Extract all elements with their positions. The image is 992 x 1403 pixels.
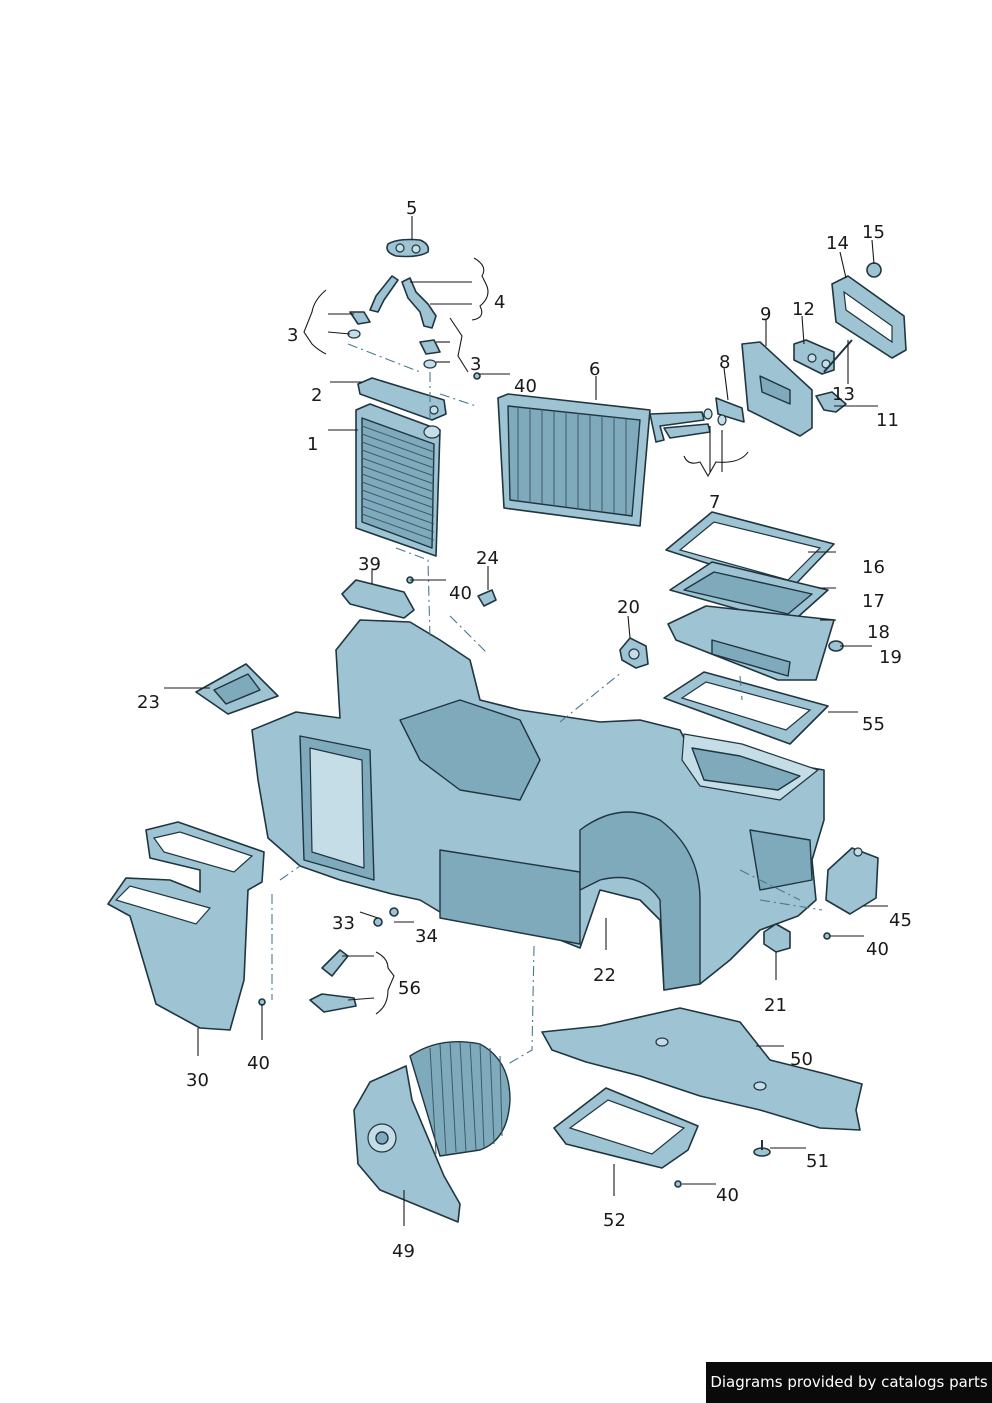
label-16: 16 (862, 557, 885, 578)
label-40-left: 40 (247, 1053, 270, 1074)
label-50: 50 (790, 1049, 813, 1070)
attribution-banner: Diagrams provided by catalogs parts (706, 1362, 992, 1403)
label-3-left: 3 (287, 325, 298, 346)
label-8: 8 (719, 352, 730, 373)
label-18: 18 (867, 622, 890, 643)
label-56: 56 (398, 978, 421, 999)
label-9: 9 (760, 304, 771, 325)
guide-lines (271, 343, 823, 1065)
label-14: 14 (826, 233, 849, 254)
label-40-top: 40 (514, 376, 537, 397)
part-3-clips-right (419, 339, 441, 369)
part-23-bracket-plate (195, 663, 279, 715)
label-4: 4 (494, 292, 505, 313)
label-11: 11 (876, 410, 899, 431)
label-12: 12 (792, 299, 815, 320)
part-labels: 5 15 14 4 3 3 9 12 8 6 40 2 13 11 1 7 39… (137, 198, 912, 1262)
part-49-blower-motor (353, 1041, 511, 1223)
part-20-sensor (619, 637, 649, 669)
label-13: 13 (832, 384, 855, 405)
label-5: 5 (406, 198, 417, 219)
label-2: 2 (311, 385, 322, 406)
part-30-air-duct (107, 821, 265, 1031)
label-40-right: 40 (866, 939, 889, 960)
label-6: 6 (589, 359, 600, 380)
part-8-seal-plate (703, 397, 745, 426)
part-6-evaporator (497, 393, 711, 527)
part-5-connector-flange (386, 238, 430, 258)
label-21: 21 (764, 995, 787, 1016)
part-18-filter-housing (667, 605, 835, 681)
label-20: 20 (617, 597, 640, 618)
label-39: 39 (358, 554, 381, 575)
part-52-tray (553, 1087, 699, 1169)
label-34: 34 (415, 926, 438, 947)
part-4-coolant-pipes (369, 275, 437, 329)
label-24: 24 (476, 548, 499, 569)
part-3-clips-left (347, 311, 371, 339)
label-52: 52 (603, 1210, 626, 1231)
part-51-screw (753, 1140, 771, 1157)
label-22: 22 (593, 965, 616, 986)
part-50-lower-cover (541, 1007, 863, 1131)
part-9-valve-housing (741, 341, 813, 437)
part-1-heater-core (355, 403, 441, 557)
part-2-bracket (357, 377, 447, 421)
leader-lines (164, 216, 888, 1226)
part-11-bracket (815, 391, 847, 413)
part-24-screw (477, 589, 497, 607)
label-30: 30 (186, 1070, 209, 1091)
part-39-air-guide (341, 579, 415, 619)
label-15: 15 (862, 222, 885, 243)
part-55-seal-frame (663, 671, 829, 745)
part-56-levers (309, 949, 357, 1013)
label-51: 51 (806, 1151, 829, 1172)
part-14-gasket (831, 275, 907, 359)
part-45-actuator (825, 847, 879, 915)
label-55: 55 (862, 714, 885, 735)
label-7: 7 (709, 492, 720, 513)
part-22-hvac-housing (251, 619, 825, 991)
part-21-small-actuator (763, 923, 791, 953)
label-40-middle: 40 (449, 583, 472, 604)
part-33-34-screws (373, 907, 399, 927)
label-49: 49 (392, 1241, 415, 1262)
label-3-right: 3 (470, 354, 481, 375)
label-45: 45 (889, 910, 912, 931)
label-33: 33 (332, 913, 355, 934)
label-23: 23 (137, 692, 160, 713)
label-17: 17 (862, 591, 885, 612)
part-15-nut (866, 262, 882, 278)
label-40-bottom: 40 (716, 1185, 739, 1206)
label-19: 19 (879, 647, 902, 668)
part-13-bolt (823, 339, 853, 373)
label-1: 1 (307, 434, 318, 455)
